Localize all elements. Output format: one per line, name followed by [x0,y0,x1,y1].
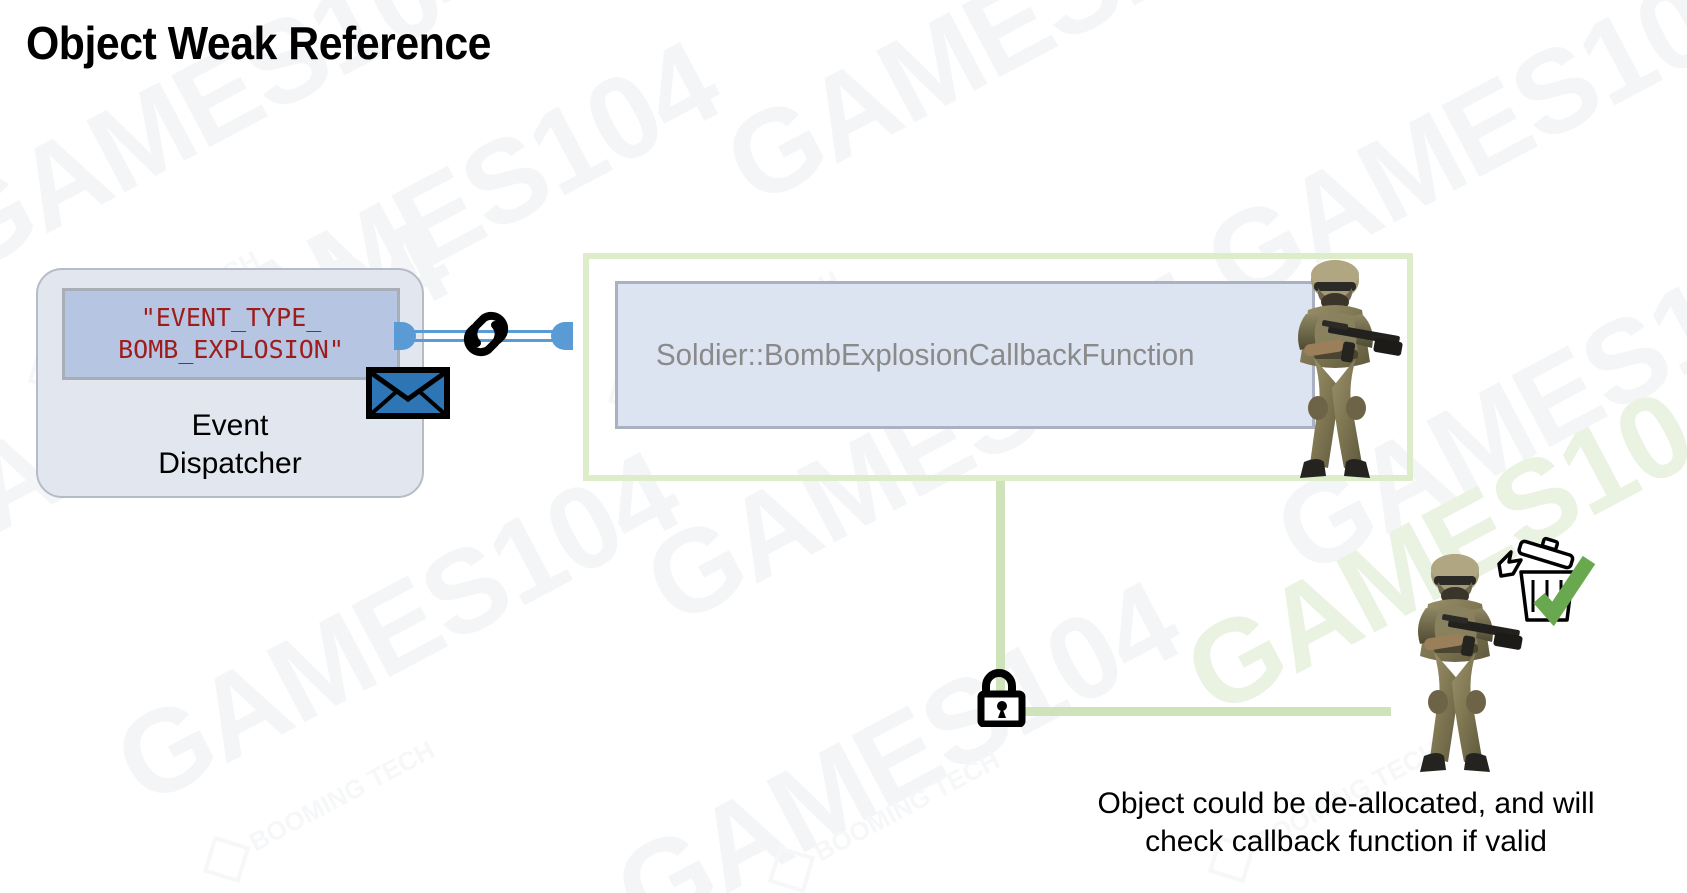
watermark-booming-tech: BOOMING TECH [766,743,1007,893]
open-padlock-icon [977,669,1026,727]
callback-function-label: Soldier::BombExplosionCallbackFunction [656,337,1195,372]
chain-link-icon [463,311,509,357]
booming-tech-mark [767,845,816,893]
soldier-image [1298,260,1403,478]
event-dispatcher-box[interactable]: "EVENT_TYPE_ BOMB_EXPLOSION" Event Dispa… [36,268,424,498]
weak-ref-line-vertical [996,481,1005,712]
connector-line [410,330,560,333]
connector-knob-right [551,322,573,350]
callback-function-box[interactable]: Soldier::BombExplosionCallbackFunction [615,281,1315,429]
trash-lid-icon [1517,536,1575,570]
weak-ref-caption: Object could be de-allocated, and will c… [1097,787,1595,859]
owner-object-container [583,253,1413,481]
booming-tech-mark [202,835,251,884]
green-check-icon [1533,555,1596,627]
connector-line [410,339,560,342]
page-title: Object Weak Reference [26,17,491,69]
event-dispatcher-label: Event Dispatcher [158,409,302,480]
paper-icon [1497,550,1523,578]
soldier-image [1418,554,1523,772]
weak-ref-line-horizontal [996,707,1391,716]
trash-and-check-group [1497,536,1596,627]
watermark-booming-tech: BOOMING TECH [201,733,442,885]
event-type-label: "EVENT_TYPE_ BOMB_EXPLOSION" [118,302,344,365]
connector-knob-left [394,322,416,350]
envelope-icon [366,367,450,419]
watermark-games104: GAMES104 [704,0,1309,231]
event-type-box[interactable]: "EVENT_TYPE_ BOMB_EXPLOSION" [62,288,400,380]
